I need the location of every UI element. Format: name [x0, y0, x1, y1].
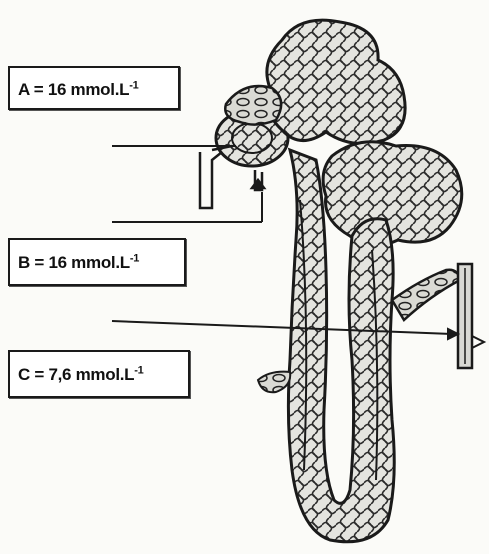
- label-c-exponent: -1: [134, 364, 143, 376]
- label-a-concentration: A = 16 mmol.L-1: [8, 66, 180, 110]
- leader-c-arrowhead: [448, 329, 458, 339]
- label-a-text: A = 16 mmol.L: [18, 80, 129, 99]
- label-c-concentration: C = 7,6 mmol.L-1: [8, 350, 190, 398]
- label-a-exponent: -1: [129, 79, 138, 91]
- distal-tubule: [323, 142, 462, 245]
- leader-c: [112, 321, 452, 334]
- proximal-tubule: [225, 20, 405, 143]
- capillary-branch: [258, 372, 290, 393]
- label-b-text: B = 16 mmol.L: [18, 253, 130, 272]
- label-b-concentration: B = 16 mmol.L-1: [8, 238, 186, 286]
- collecting-duct: [392, 264, 484, 368]
- label-b-exponent: -1: [130, 252, 139, 264]
- label-c-text: C = 7,6 mmol.L: [18, 365, 134, 384]
